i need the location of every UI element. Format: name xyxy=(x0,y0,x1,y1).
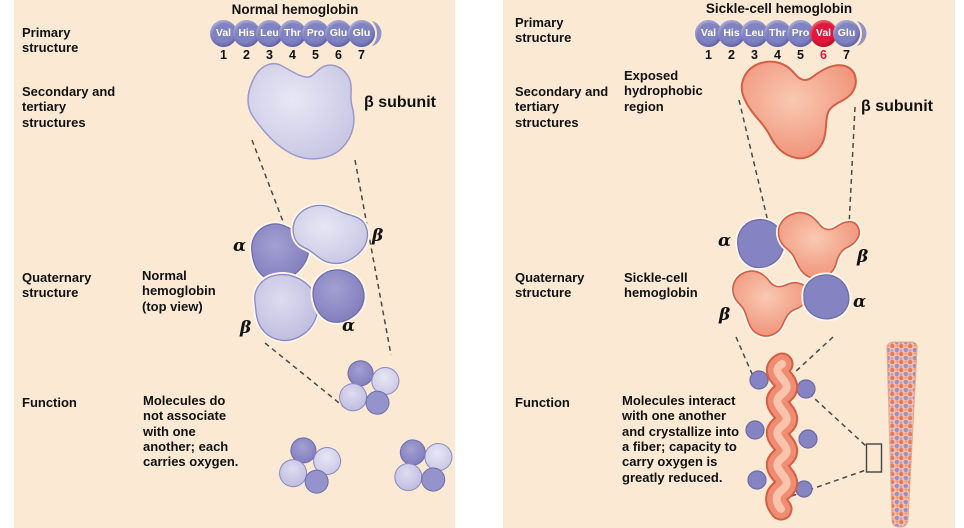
residue-number: 6 xyxy=(335,48,342,62)
chain-continues-tail xyxy=(857,21,867,46)
beta-label-top-right: β xyxy=(857,247,869,267)
hemoglobin-tetramer-shape xyxy=(249,202,370,344)
residue-number: 4 xyxy=(289,48,296,62)
exposed-hydrophobic-callout: Exposed hydrophobic region xyxy=(624,68,703,114)
residue-number: 5 xyxy=(312,48,319,62)
beta-subunit-shape xyxy=(247,62,355,160)
row-label-quaternary: Quaternary structure xyxy=(515,270,585,301)
residue-number: 6 xyxy=(820,48,827,62)
residue-circle: His xyxy=(233,20,260,47)
residue-number: 2 xyxy=(243,48,250,62)
beta-label-top-right: β xyxy=(372,226,384,246)
beta-subunit-callout: β subunit xyxy=(364,94,436,111)
residue-circle: Leu xyxy=(256,20,283,47)
panel-title: Sickle-cell hemoglobin xyxy=(705,1,853,16)
panel-normal-hemoglobin: Normal hemoglobin Primary structure Seco… xyxy=(14,0,455,528)
residue-number: 7 xyxy=(358,48,365,62)
panel-title: Normal hemoglobin xyxy=(231,2,359,17)
row-label-function: Function xyxy=(22,395,77,410)
residue-circle: Leu xyxy=(741,20,768,47)
residue-number: 3 xyxy=(266,48,273,62)
row-label-secondary: Secondary and tertiary structures xyxy=(22,84,116,130)
quaternary-caption-sickle: Sickle-cell hemoglobin xyxy=(624,270,698,301)
residue-number: 5 xyxy=(797,48,804,62)
quaternary-caption-normal: Normal hemoglobin (top view) xyxy=(142,268,216,314)
beta-label-bottom-left: β xyxy=(719,305,731,325)
residue-circle: Glu xyxy=(325,20,352,47)
row-label-primary: Primary structure xyxy=(22,25,79,56)
residue-number: 2 xyxy=(728,48,735,62)
dashed-connectors xyxy=(251,139,392,412)
residue-number: 7 xyxy=(843,48,850,62)
residue-circle: Thr xyxy=(279,20,306,47)
residue-circle: His xyxy=(718,20,745,47)
row-label-secondary: Secondary and tertiary structures xyxy=(515,84,609,130)
sickle-tetramer-shape xyxy=(730,210,862,339)
row-label-primary: Primary structure xyxy=(515,15,572,46)
sickle-chain-shape xyxy=(745,352,818,521)
chain-continues-tail xyxy=(372,21,382,46)
residue-number: 1 xyxy=(705,48,712,62)
residue-circle: Glu xyxy=(348,20,375,47)
magnifier-box xyxy=(865,443,883,473)
residue-number: 1 xyxy=(220,48,227,62)
alpha-label-bottom-right: α xyxy=(342,316,356,336)
residue-circle: Pro xyxy=(302,20,329,47)
row-label-quaternary: Quaternary structure xyxy=(22,270,92,301)
residue-circle: Glu xyxy=(833,20,860,47)
row-label-function: Function xyxy=(515,395,570,410)
function-text-normal: Molecules do not associate with one anot… xyxy=(143,393,239,470)
dashed-connectors xyxy=(735,99,867,506)
sickle-beta-subunit-shape xyxy=(740,60,857,160)
residue-circle: Pro xyxy=(787,20,814,47)
residue-number: 3 xyxy=(751,48,758,62)
residue-circle: Val xyxy=(695,20,722,47)
residue-circle: Thr xyxy=(764,20,791,47)
residue-circle: Val xyxy=(210,20,237,47)
beta-subunit-callout: β subunit xyxy=(861,98,933,115)
residue-circle: Val xyxy=(810,20,837,47)
function-text-sickle: Molecules interact with one another and … xyxy=(622,393,740,485)
panel-sickle-hemoglobin: Sickle-cell hemoglobin Primary structure… xyxy=(503,0,955,528)
sickle-hemoglobin-diagram xyxy=(730,21,918,528)
alpha-label-bottom-right: α xyxy=(853,292,867,312)
residue-number: 4 xyxy=(774,48,781,62)
alpha-label-top-left: α xyxy=(718,231,732,251)
sickle-fiber-shape xyxy=(886,341,918,528)
beta-label-bottom-left: β xyxy=(240,318,252,338)
normal-hemoglobin-diagram xyxy=(247,21,455,502)
alpha-label-top-left: α xyxy=(233,236,247,256)
